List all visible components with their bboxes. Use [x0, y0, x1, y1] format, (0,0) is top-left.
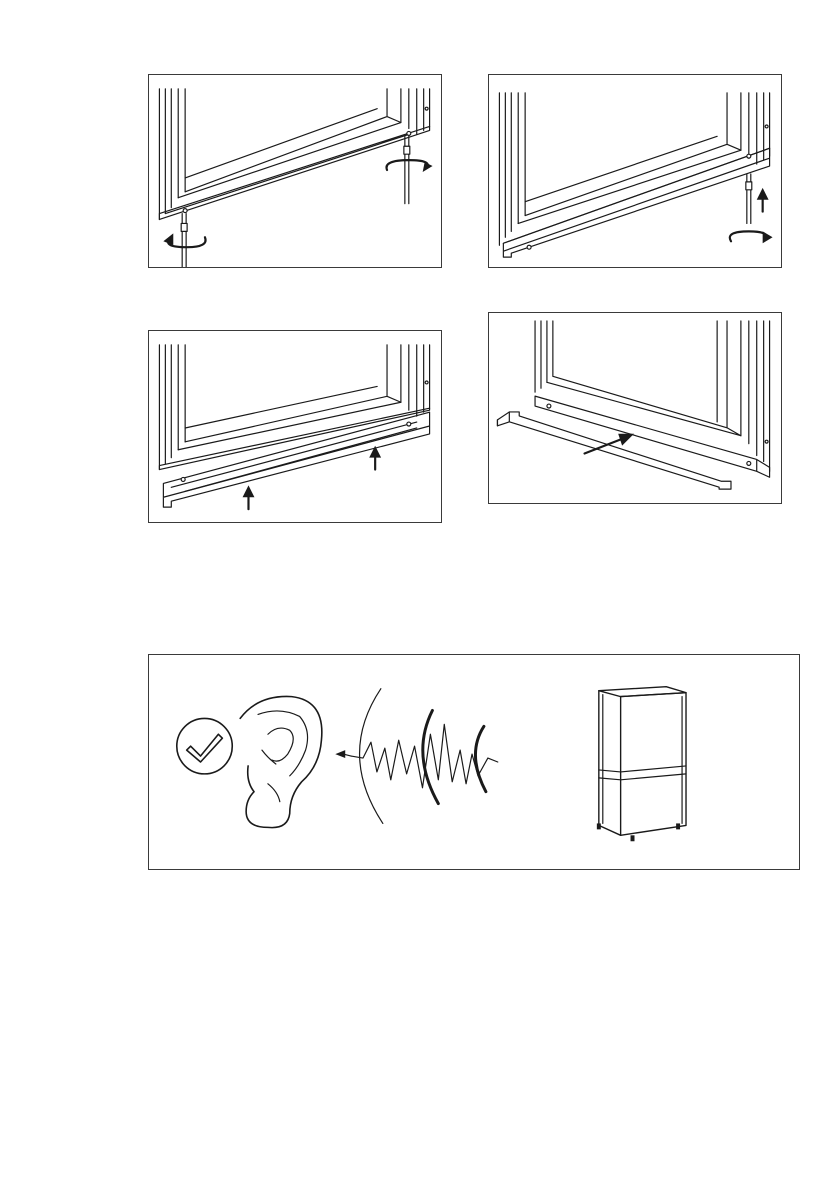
- fridge-icon: [597, 687, 686, 842]
- door-bottom-frame-icon: [149, 331, 441, 522]
- ear-icon: [240, 696, 322, 827]
- rotate-arrow-icon: [163, 160, 432, 247]
- screwdriver-icon: [746, 174, 752, 223]
- illustration-step-3: [148, 330, 442, 523]
- screwdriver-icon: [404, 136, 410, 203]
- door-bottom-frame-icon: [489, 313, 781, 503]
- illustration-noise-check: [148, 654, 800, 870]
- illustration-step-2: [488, 74, 782, 268]
- rotate-arrow-icon: [730, 231, 773, 243]
- screwdriver-icon: [181, 214, 187, 267]
- check-circle-icon: [177, 718, 232, 773]
- up-arrow-icon: [757, 188, 769, 212]
- illustration-step-1: [148, 74, 442, 268]
- door-bottom-frame-icon: [149, 75, 441, 267]
- illustration-step-4: [488, 312, 782, 504]
- sound-wave-icon: [335, 689, 497, 824]
- door-bottom-frame-icon: [489, 75, 781, 267]
